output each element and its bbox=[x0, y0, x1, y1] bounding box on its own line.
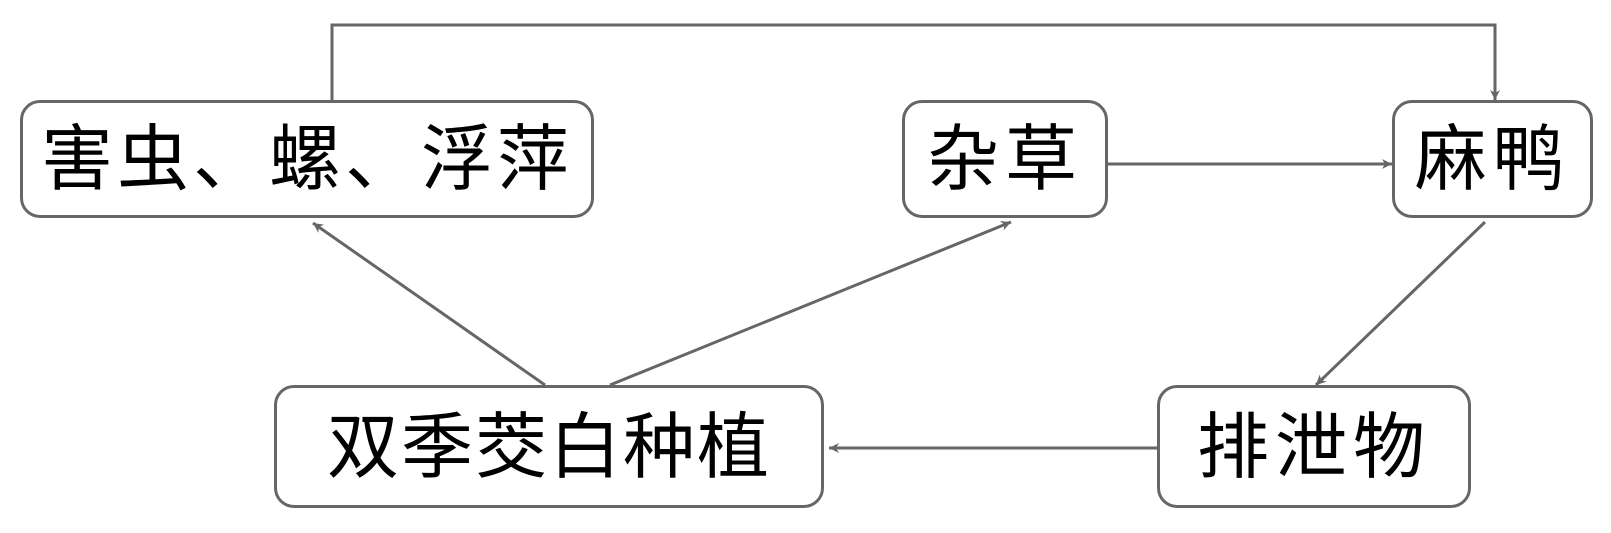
node-sheldrake-duck: 麻鸭 bbox=[1392, 100, 1593, 218]
node-double-season-water-bamboo: 双季茭白种植 bbox=[274, 385, 824, 508]
node-pests-label: 害虫、螺、浮萍 bbox=[40, 117, 573, 201]
node-waste-label: 排泄物 bbox=[1196, 404, 1431, 489]
node-excrement: 排泄物 bbox=[1157, 385, 1471, 508]
arrow-crop-to-pests bbox=[312, 221, 546, 387]
arrow-pests-to-duck bbox=[330, 23, 1500, 100]
arrow-duck-to-waste bbox=[1314, 220, 1487, 387]
node-crop-label: 双季茭白种植 bbox=[326, 404, 771, 489]
node-weeds: 杂草 bbox=[902, 100, 1108, 218]
node-pests-snails-duckweed: 害虫、螺、浮萍 bbox=[20, 100, 594, 218]
node-duck-label: 麻鸭 bbox=[1414, 117, 1571, 201]
node-weeds-label: 杂草 bbox=[926, 117, 1083, 201]
arrow-crop-to-weeds bbox=[609, 220, 1012, 387]
